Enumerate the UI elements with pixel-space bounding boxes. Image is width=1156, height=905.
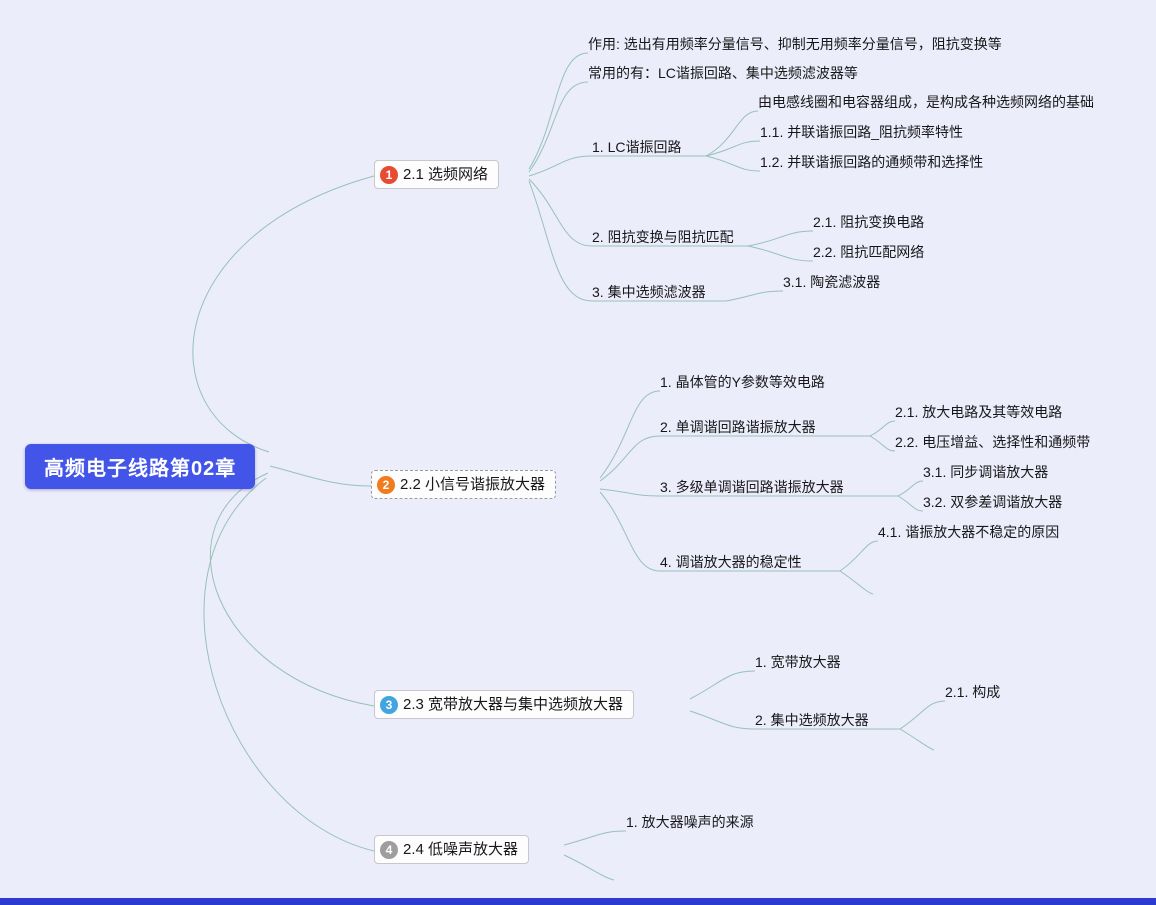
connector-line xyxy=(599,488,661,497)
connector-line xyxy=(839,540,879,572)
root-topic[interactable]: 高频电子线路第02章 xyxy=(25,444,256,489)
branch-topic-label: 2.4 低噪声放大器 xyxy=(403,841,519,858)
topic-node[interactable]: 2.1. 阻抗变换电路 xyxy=(813,214,925,230)
topic-node[interactable]: 1. LC谐振回路 xyxy=(592,139,682,155)
branch-topic-label: 2.3 宽带放大器与集中选频放大器 xyxy=(403,696,624,713)
topic-node[interactable]: 2. 阻抗变换与阻抗匹配 xyxy=(592,229,734,245)
connector-line xyxy=(599,390,661,479)
topic-node[interactable]: 2.2. 电压增益、选择性和通频带 xyxy=(895,434,1091,450)
branch-topic-label: 2.1 选频网络 xyxy=(403,166,489,183)
topic-node[interactable]: 2.2. 阻抗匹配网络 xyxy=(813,244,925,260)
connector-line xyxy=(869,435,896,452)
topic-node[interactable]: 3. 多级单调谐回路谐振放大器 xyxy=(660,479,844,495)
branch-topic-2-1[interactable]: 1 2.1 选频网络 xyxy=(374,160,500,189)
connector-line xyxy=(869,420,896,437)
topic-node[interactable]: 1.2. 并联谐振回路的通频带和选择性 xyxy=(760,154,984,170)
topic-node[interactable]: 1. 放大器噪声的来源 xyxy=(626,814,754,830)
bottom-accent-bar xyxy=(0,898,1156,905)
branch-number-badge: 3 xyxy=(380,695,398,714)
branch-number-badge: 1 xyxy=(380,165,398,184)
topic-node[interactable]: 常用的有：LC谐振回路、集中选频滤波器等 xyxy=(588,65,858,81)
topic-node[interactable]: 3.1. 陶瓷滤波器 xyxy=(783,274,881,290)
branch-topic-2-3[interactable]: 3 2.3 宽带放大器与集中选频放大器 xyxy=(374,690,635,719)
topic-node[interactable]: 作用: 选出有用频率分量信号、抑制无用频率分量信号，阻抗变换等 xyxy=(588,36,1002,52)
connector-line xyxy=(599,435,661,482)
connector-line xyxy=(528,52,589,170)
topic-node[interactable]: 4. 调谐放大器的稳定性 xyxy=(660,554,802,570)
branch-number-badge: 4 xyxy=(380,840,398,859)
connector-line xyxy=(192,175,375,453)
branch-number-badge: 2 xyxy=(377,475,395,494)
connector-line xyxy=(747,245,814,262)
connector-line xyxy=(599,491,661,572)
connector-line xyxy=(725,290,784,302)
topic-node[interactable]: 1.1. 并联谐振回路_阻抗频率特性 xyxy=(760,124,964,140)
connector-line xyxy=(897,480,924,497)
connector-line xyxy=(899,728,935,751)
connector-line xyxy=(528,180,593,302)
topic-node[interactable]: 1. 宽带放大器 xyxy=(755,654,841,670)
connector-line xyxy=(897,495,924,512)
connector-line xyxy=(705,140,761,157)
connector-line xyxy=(689,670,756,700)
topic-node[interactable]: 3.2. 双参差调谐放大器 xyxy=(923,494,1063,510)
topic-node[interactable]: 1. 晶体管的Y参数等效电路 xyxy=(660,374,825,390)
branch-topic-label: 2.2 小信号谐振放大器 xyxy=(400,476,546,493)
topic-node[interactable]: 由电感线圈和电容器组成，是构成各种选频网络的基础 xyxy=(758,94,1094,110)
branch-topic-2-2[interactable]: 2 2.2 小信号谐振放大器 xyxy=(371,470,557,499)
connector-line xyxy=(528,81,589,173)
topic-node[interactable]: 3. 集中选频滤波器 xyxy=(592,284,706,300)
topic-node[interactable]: 3.1. 同步调谐放大器 xyxy=(923,464,1049,480)
topic-node[interactable]: 4.1. 谐振放大器不稳定的原因 xyxy=(878,524,1060,540)
connector-line xyxy=(563,854,615,881)
topic-node[interactable]: 2.1. 构成 xyxy=(945,684,1001,700)
connector-line xyxy=(528,178,593,247)
connector-line xyxy=(899,700,946,730)
connector-line xyxy=(209,472,375,707)
topic-node[interactable]: 2. 集中选频放大器 xyxy=(755,712,869,728)
topic-node[interactable]: 2.1. 放大电路及其等效电路 xyxy=(895,404,1063,420)
topic-node[interactable]: 2. 单调谐回路谐振放大器 xyxy=(660,419,816,435)
connector-line xyxy=(269,465,372,487)
branch-topic-2-4[interactable]: 4 2.4 低噪声放大器 xyxy=(374,835,530,864)
connector-line xyxy=(705,155,761,172)
connector-line xyxy=(747,230,814,247)
connector-line xyxy=(528,155,593,177)
connector-line xyxy=(689,710,756,730)
connector-line xyxy=(839,570,874,595)
connector-line xyxy=(563,830,627,846)
connector-line xyxy=(705,110,759,157)
connector-line xyxy=(203,477,375,852)
